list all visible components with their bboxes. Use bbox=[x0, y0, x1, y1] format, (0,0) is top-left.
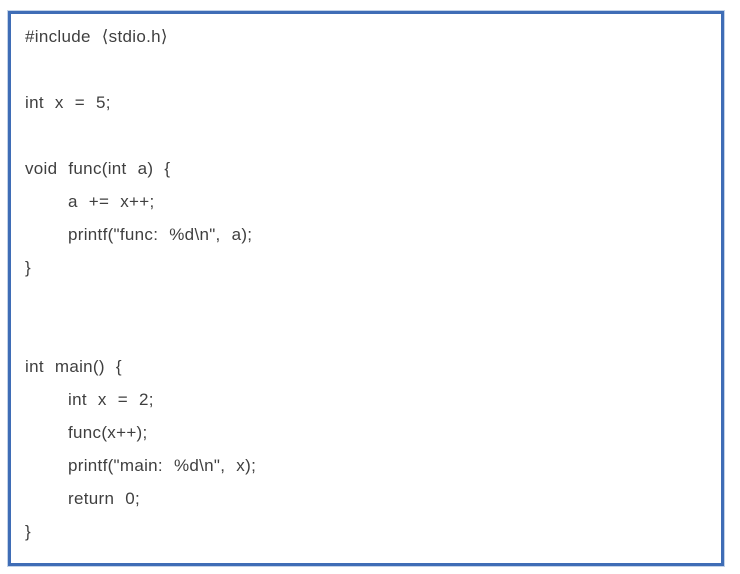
code-line bbox=[25, 119, 711, 152]
code-line: func(x++); bbox=[68, 423, 148, 442]
code-line: a += x++; bbox=[68, 192, 155, 211]
code-line bbox=[25, 284, 711, 317]
code-line: int x = 5; bbox=[25, 93, 111, 112]
code-line: return 0; bbox=[68, 489, 141, 508]
code-line: #include ⟨stdio.h⟩ bbox=[25, 27, 168, 46]
code-line bbox=[25, 53, 711, 86]
code-line: int main() { bbox=[25, 357, 122, 376]
code-line: } bbox=[25, 522, 31, 541]
code-line: } bbox=[25, 258, 31, 277]
code-line: void func(int a) { bbox=[25, 159, 171, 178]
code-line bbox=[25, 317, 711, 350]
code-box: #include ⟨stdio.h⟩ int x = 5; void func(in… bbox=[8, 11, 724, 566]
code-line: printf("func: %d\n", a); bbox=[68, 225, 253, 244]
code-line: int x = 2; bbox=[68, 390, 154, 409]
code-block: #include ⟨stdio.h⟩ int x = 5; void func(in… bbox=[11, 14, 721, 548]
code-line: printf("main: %d\n", x); bbox=[68, 456, 257, 475]
